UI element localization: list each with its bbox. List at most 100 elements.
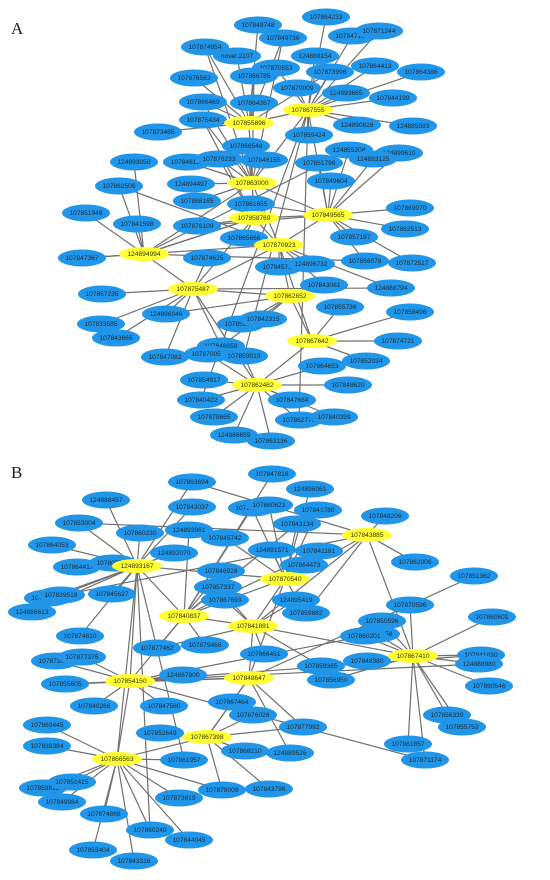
network-node: 107847684 [268,391,316,409]
node-label: 107859019 [227,353,260,360]
network-node: 107869445 [23,716,71,734]
node-shape [307,172,355,190]
node-label: 107841598 [120,221,153,228]
node-shape [358,612,406,630]
node-shape [48,773,96,791]
node-label: 107864386 [404,69,437,76]
node-label: 107868165 [180,198,213,205]
node-label: 107847367 [65,255,98,262]
network-node: 107866548 [222,137,270,155]
node-shape [221,742,269,760]
node-label: 107840422 [184,397,217,404]
network-node: 107857337 [194,578,242,596]
node-label: 107864413 [358,63,391,70]
node-label: 107852649 [143,730,176,737]
hub-node: 107867555 [283,103,333,117]
node-label: 124888457 [89,497,122,504]
node-shape [183,249,231,267]
network-node: 107862006 [391,553,439,571]
node-shape [287,255,335,273]
network-node: 107860546 [465,677,513,695]
node-shape [468,608,516,626]
node-shape [343,652,391,670]
hub-node: 107867398 [182,730,232,744]
network-node: 107849984 [38,793,86,811]
node-label: 107879466 [188,642,221,649]
node-shape [272,591,320,609]
network-edge [256,384,272,442]
network-edge [116,758,190,841]
node-label: 107839518 [44,592,77,599]
node-shape [56,627,104,645]
node-label: 107859813 [26,785,59,792]
node-shape [286,480,334,498]
node-label: 107846114 [171,159,204,166]
hub-node-shape [303,208,353,222]
node-shape [307,671,355,689]
node-label: 107873465 [141,129,174,136]
network-node: 107843134 [273,515,321,533]
node-shape [279,718,327,736]
node-label: 124896046 [149,311,182,318]
node-label: 107877462 [140,645,173,652]
network-edge [248,71,331,124]
node-shape [159,666,207,684]
node-label: 107870553 [259,65,292,72]
hub-node-shape [227,176,277,190]
node-label: 107856950 [314,677,347,684]
node-shape [248,541,296,559]
node-label: 107863136 [254,438,287,445]
node-shape [179,93,227,111]
node-label: 107858496 [393,309,426,316]
hub-node-shape [168,282,218,296]
node-shape [38,793,86,811]
network-node: 107859424 [285,126,333,144]
node-label: 107854917 [187,377,220,384]
node-label: 107874954 [188,44,221,51]
nodes-panel-b: 1078478161078636941248960611248884571078… [8,465,516,870]
hub-node-shape [224,671,274,685]
node-shape [133,639,181,657]
network-edge [412,655,448,716]
node-label: 107867642 [295,338,328,345]
network-node: 107844045 [165,831,213,849]
node-label: 107843061 [307,282,340,289]
network-node: 124893665 [322,84,370,102]
hub-node: 107858769 [229,211,279,225]
node-shape [136,724,184,742]
node-shape [386,596,434,614]
node-shape [173,192,221,210]
network-node: 107848206 [361,507,409,525]
node-shape [386,199,434,217]
node-label: 107840266 [77,703,110,710]
node-label: 107843134 [280,521,313,528]
node-label: 107846928 [204,568,237,575]
node-label: 107843796 [252,786,285,793]
network-node: 107840399 [310,408,358,426]
network-node: 107876109 [173,217,221,235]
node-label: 107866451 [247,651,280,658]
node-shape [140,697,188,715]
node-label: 107855896 [232,120,265,127]
node-label: 124892070 [157,550,190,557]
node-shape [391,553,439,571]
network-node: 107839384 [23,737,71,755]
network-node: 107849748 [234,16,282,34]
network-edge [133,161,145,255]
node-label: 107845742 [208,535,241,542]
node-shape [273,515,321,533]
node-label: 107855605 [48,681,81,688]
node-shape [168,498,216,516]
node-label: 124894497 [174,181,207,188]
hub-node: 107867642 [287,334,337,348]
network-node: 107859365 [297,657,345,675]
hub-node: 124893167 [112,559,162,573]
node-shape [333,116,381,134]
node-label: 107852730 [224,321,257,328]
node-shape [295,154,343,172]
node-label: 107840399 [317,414,350,421]
node-label: 107876026 [236,712,269,719]
node-shape [361,507,409,525]
node-label: 107860201 [347,633,380,640]
node-label: 107856339 [430,712,463,719]
